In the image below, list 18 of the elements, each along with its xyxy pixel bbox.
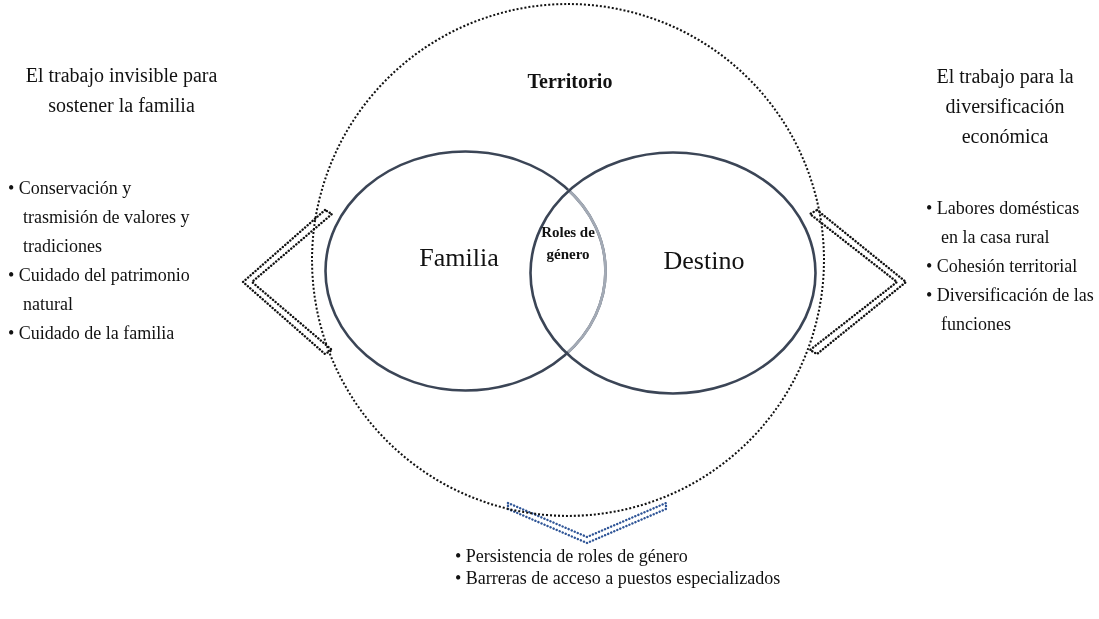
bullet-item: • Labores domésticas en la casa rural	[926, 197, 1081, 249]
bullet-item: • Cuidado de la familia	[8, 322, 176, 345]
bullet-item: • Conservación y trasmisión de valores y tradiciones	[8, 177, 191, 258]
bullet-item: • Diversificación de las funciones	[926, 284, 1094, 336]
overlap-label: Roles de género	[540, 223, 596, 264]
circle-title: Territorio	[526, 69, 614, 93]
bullet-item: • Persistencia de roles de género	[455, 545, 689, 567]
chevron-arrow	[808, 208, 908, 356]
circle-label: Familia	[418, 242, 500, 274]
section-heading: El trabajo invisible para sostener la familia	[24, 63, 219, 118]
chevron-arrow	[241, 208, 334, 356]
bullet-item: • Cuidado del patrimonio natural	[8, 264, 191, 316]
section-heading: El trabajo para la diversificación económica	[935, 64, 1075, 149]
chevron-arrow	[506, 501, 668, 545]
bullet-item: • Barreras de acceso a puestos especializados	[455, 567, 782, 589]
circle-label: Destino	[662, 245, 746, 277]
bullet-item: • Cohesión territorial	[926, 255, 1079, 278]
territory-circle	[311, 3, 825, 517]
